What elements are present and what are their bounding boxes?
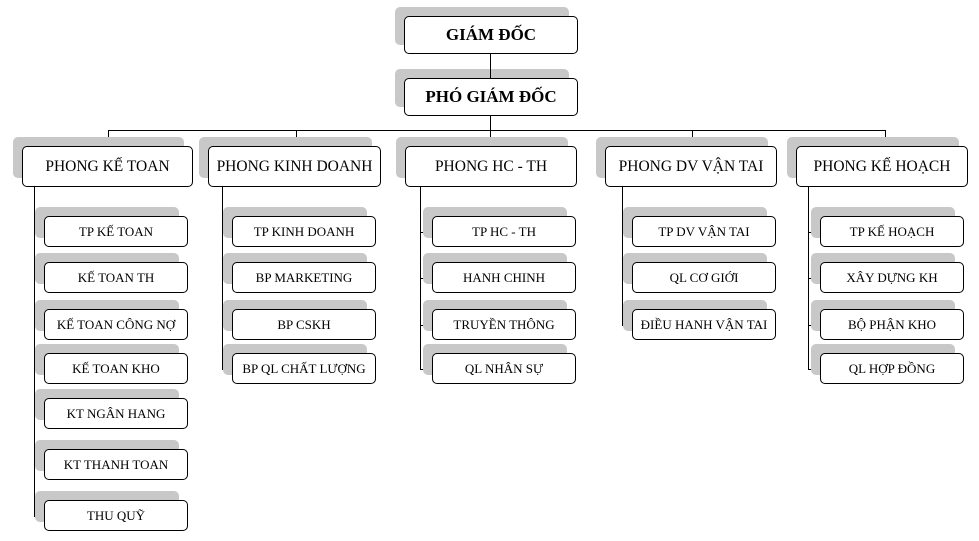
connector-bus-dept-3 xyxy=(490,130,491,146)
unit-connector-line xyxy=(34,368,44,370)
unit-connector-line xyxy=(34,231,44,233)
unit-box: BỘ PHẬN KHO xyxy=(820,309,964,340)
department-box: PHONG KẾ HOẠCH xyxy=(796,146,968,187)
unit-box: KẾ TOAN TH xyxy=(44,262,188,293)
unit-box: TP DV VẬN TAI xyxy=(632,216,776,247)
unit-connector-line xyxy=(34,277,44,279)
unit-connector-line xyxy=(622,324,632,326)
department-box: PHONG DV VẬN TAI xyxy=(605,146,777,187)
unit-connector-line xyxy=(808,277,820,279)
unit-box: TP HC - TH xyxy=(432,216,576,247)
unit-box: KẾ TOAN CÔNG NỢ xyxy=(44,309,188,340)
unit-box: QL NHÂN SỰ xyxy=(432,353,576,384)
connector-bus-dept-2 xyxy=(296,130,297,146)
unit-box: TP KẾ HOẠCH xyxy=(820,216,964,247)
unit-connector-line xyxy=(222,324,232,326)
unit-box: QL CƠ GIỚI xyxy=(632,262,776,293)
unit-connector-line xyxy=(34,464,44,466)
connector-deputy-bus xyxy=(490,116,491,130)
unit-connector-line xyxy=(420,277,432,279)
unit-connector-line xyxy=(34,413,44,415)
unit-box: THU QUỸ xyxy=(44,500,188,531)
unit-connector-line xyxy=(222,368,232,370)
unit-connector-line xyxy=(622,231,632,233)
unit-box: BP CSKH xyxy=(232,309,376,340)
unit-box: ĐIỀU HANH VẬN TAI xyxy=(632,309,776,340)
connector-bus-dept-5 xyxy=(885,130,886,146)
unit-connector-line xyxy=(808,231,820,233)
connector-director-deputy xyxy=(490,54,491,78)
unit-connector-line xyxy=(420,231,432,233)
unit-connector-line xyxy=(808,368,820,370)
unit-connector-line xyxy=(222,231,232,233)
unit-connector-line xyxy=(34,515,44,517)
department-bus-line xyxy=(108,130,886,131)
department-box: PHONG KINH DOANH xyxy=(208,146,381,187)
unit-connector-line xyxy=(622,277,632,279)
dept-spine-line xyxy=(622,187,623,325)
deputy-director-box: PHÓ GIÁM ĐỐC xyxy=(404,78,578,116)
unit-box: QL HỢP ĐỒNG xyxy=(820,353,964,384)
unit-connector-line xyxy=(420,324,432,326)
connector-bus-dept-4 xyxy=(692,130,693,146)
unit-connector-line xyxy=(34,324,44,326)
department-box: PHONG KẾ TOAN xyxy=(22,146,193,187)
director-box: GIÁM ĐỐC xyxy=(404,16,578,54)
unit-connector-line xyxy=(222,277,232,279)
unit-box: KẾ TOAN KHO xyxy=(44,353,188,384)
unit-box: BP QL CHẤT LƯỢNG xyxy=(232,353,376,384)
dept-spine-line xyxy=(34,187,35,516)
unit-box: KT NGÂN HANG xyxy=(44,398,188,429)
unit-box: TP KINH DOANH xyxy=(232,216,376,247)
unit-box: BP MARKETING xyxy=(232,262,376,293)
unit-box: HANH CHINH xyxy=(432,262,576,293)
unit-connector-line xyxy=(808,324,820,326)
department-box: PHONG HC - TH xyxy=(405,146,577,187)
unit-connector-line xyxy=(420,368,432,370)
unit-box: KT THANH TOAN xyxy=(44,449,188,480)
connector-bus-dept-1 xyxy=(108,130,109,146)
unit-box: XÂY DỰNG KH xyxy=(820,262,964,293)
unit-box: TP KẾ TOAN xyxy=(44,216,188,247)
unit-box: TRUYỀN THÔNG xyxy=(432,309,576,340)
